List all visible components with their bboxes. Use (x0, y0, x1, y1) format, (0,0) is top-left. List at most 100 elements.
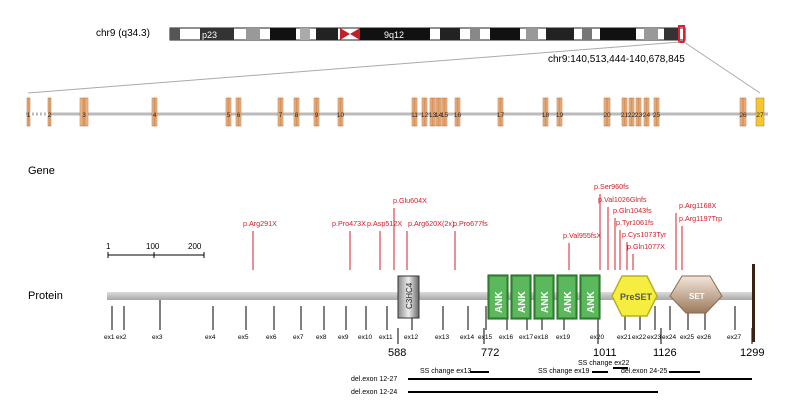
exon-17: 17 (497, 97, 504, 127)
preset-label: PreSET (620, 292, 653, 302)
protein-label-ex6: ex6 (266, 334, 277, 341)
mutation-4: p.Glu604X (393, 196, 427, 270)
zoom-lines (27, 41, 761, 94)
exon-label-7: 7 (279, 112, 283, 119)
protein-label-ex4: ex4 (205, 334, 216, 341)
protein-ex1: ex1 (104, 306, 115, 341)
mutation-6: p.Pro677fs (453, 219, 488, 270)
protein-ex2: ex2 (116, 306, 127, 341)
protein-ex27: ex27 (727, 306, 741, 341)
exon-24: 24 (643, 97, 650, 127)
exon-10: 10 (337, 97, 345, 127)
protein-label-ex25: ex25 (680, 334, 694, 341)
protein-ex15: ex15 (478, 306, 492, 341)
mutation-label-4: p.Glu604X (393, 196, 427, 205)
set-domain: SET (669, 275, 723, 314)
locus-highlight (678, 25, 685, 43)
exon-21: 21 (621, 97, 628, 127)
exon-label-18: 18 (542, 112, 550, 119)
exon-label-2: 2 (48, 112, 52, 119)
protein-label-ex8: ex8 (316, 334, 327, 341)
gene-label: Gene (28, 165, 55, 177)
protein-label-ex12: ex12 (404, 334, 418, 341)
protein-label-ex20: ex20 (590, 334, 604, 341)
protein-label-ex27: ex27 (727, 334, 741, 341)
protein-label-ex16: ex16 (499, 334, 513, 341)
protein-ex11: ex11 (379, 306, 393, 341)
exon-5: 5 (225, 97, 232, 127)
mutation-label-13: p.Gln1077X (627, 242, 665, 251)
protein-label-ex10: ex10 (358, 334, 372, 341)
mutation-label-10: p.Gln1043fs (613, 206, 652, 215)
protein-label-ex26: ex26 (697, 334, 711, 341)
protein-ex4: ex4 (205, 306, 216, 341)
protein-ex13: ex13 (435, 306, 449, 341)
protein-label-ex15: ex15 (478, 334, 492, 341)
ank-repeat-2: ANK (510, 274, 532, 320)
protein-ex14: ex14 (460, 306, 474, 341)
protein-ex10: ex10 (358, 306, 372, 341)
mutation-7: p.Val955fsX (563, 231, 601, 270)
protein-backbone (107, 292, 755, 300)
c3hc4-domain: C3HC4 (397, 275, 420, 319)
set-label: SET (689, 292, 705, 301)
deletion-annotations: SS change ex22 SS change ex13 SS change … (351, 360, 752, 396)
position-1011: 1011 (593, 347, 617, 359)
exon-27: 27 (755, 97, 765, 127)
scale-tick-100: 100 (146, 242, 160, 251)
mutation-label-9: p.Val1026Glnfs (598, 195, 647, 204)
exon-2: 2 (48, 97, 52, 127)
exon-label-19: 19 (556, 112, 564, 119)
protein-ex9: ex9 (338, 306, 349, 341)
exon-18: 18 (542, 97, 550, 127)
ank-label-5: ANK (586, 291, 597, 313)
exon-14: 14 (435, 97, 442, 127)
mutation-label-6: p.Pro677fs (453, 219, 488, 228)
mutation-5: p.Arg620X(2x) (406, 219, 454, 270)
ank-repeat-3: ANK (533, 274, 555, 320)
ank-repeat-5: ANK (579, 274, 601, 320)
exon-label-10: 10 (337, 112, 345, 119)
position-588: 588 (388, 347, 406, 359)
mutation-1: p.Arg291X (243, 219, 277, 270)
chromosome-label: chr9 (q34.3) (96, 28, 150, 39)
mutation-label-7: p.Val955fsX (563, 231, 601, 240)
band-q-label: 9q12 (384, 30, 404, 40)
exon-label-26: 26 (739, 112, 747, 119)
protein-end-marker (752, 264, 755, 342)
protein-label-ex24: ex24 (662, 334, 676, 341)
protein-label-ex23: ex23 (647, 334, 661, 341)
mutation-11: p.Tyr1061fs (616, 218, 654, 270)
mutation-14: p.Arg1168X (675, 201, 717, 270)
mutation-13: p.Gln1077X (627, 242, 665, 270)
aa-positions: 588 772 1011 1126 1299 (388, 347, 764, 359)
exon-26: 26 (739, 97, 747, 127)
genomic-coordinates: chr9:140,513,444-140,678,845 (548, 54, 685, 65)
ank-repeat-4: ANK (556, 274, 578, 320)
protein-label: Protein (28, 290, 63, 302)
ank-label-1: ANK (494, 291, 505, 313)
chromosome-ideogram: chr9 (q34.3) p23 9q12 (96, 25, 686, 43)
mutation-9: p.Val1026Glnfs (598, 195, 647, 270)
exon-label-5: 5 (227, 112, 231, 119)
exon-label-27: 27 (756, 112, 764, 119)
protein-label-ex14: ex14 (460, 334, 474, 341)
protein-label-ex11: ex11 (379, 334, 393, 341)
position-1299: 1299 (740, 347, 764, 359)
exon-label-15: 15 (441, 112, 449, 119)
band-p-label: p23 (202, 30, 217, 40)
protein-label-ex19: ex19 (556, 334, 570, 341)
scale-tick-1: 1 (106, 242, 111, 251)
protein-label-ex13: ex13 (435, 334, 449, 341)
exon-25: 25 (653, 97, 661, 127)
mutation-label-11: p.Tyr1061fs (616, 218, 654, 227)
centromere (340, 28, 350, 40)
protein-ex8: ex8 (316, 306, 327, 341)
exon-6: 6 (235, 97, 242, 127)
exon-label-6: 6 (237, 112, 241, 119)
exon-label-4: 4 (153, 112, 157, 119)
mutation-label-8: p.Ser960fs (594, 182, 629, 191)
mutation-label-14: p.Arg1168X (679, 201, 717, 210)
exon-label-25: 25 (653, 112, 661, 119)
